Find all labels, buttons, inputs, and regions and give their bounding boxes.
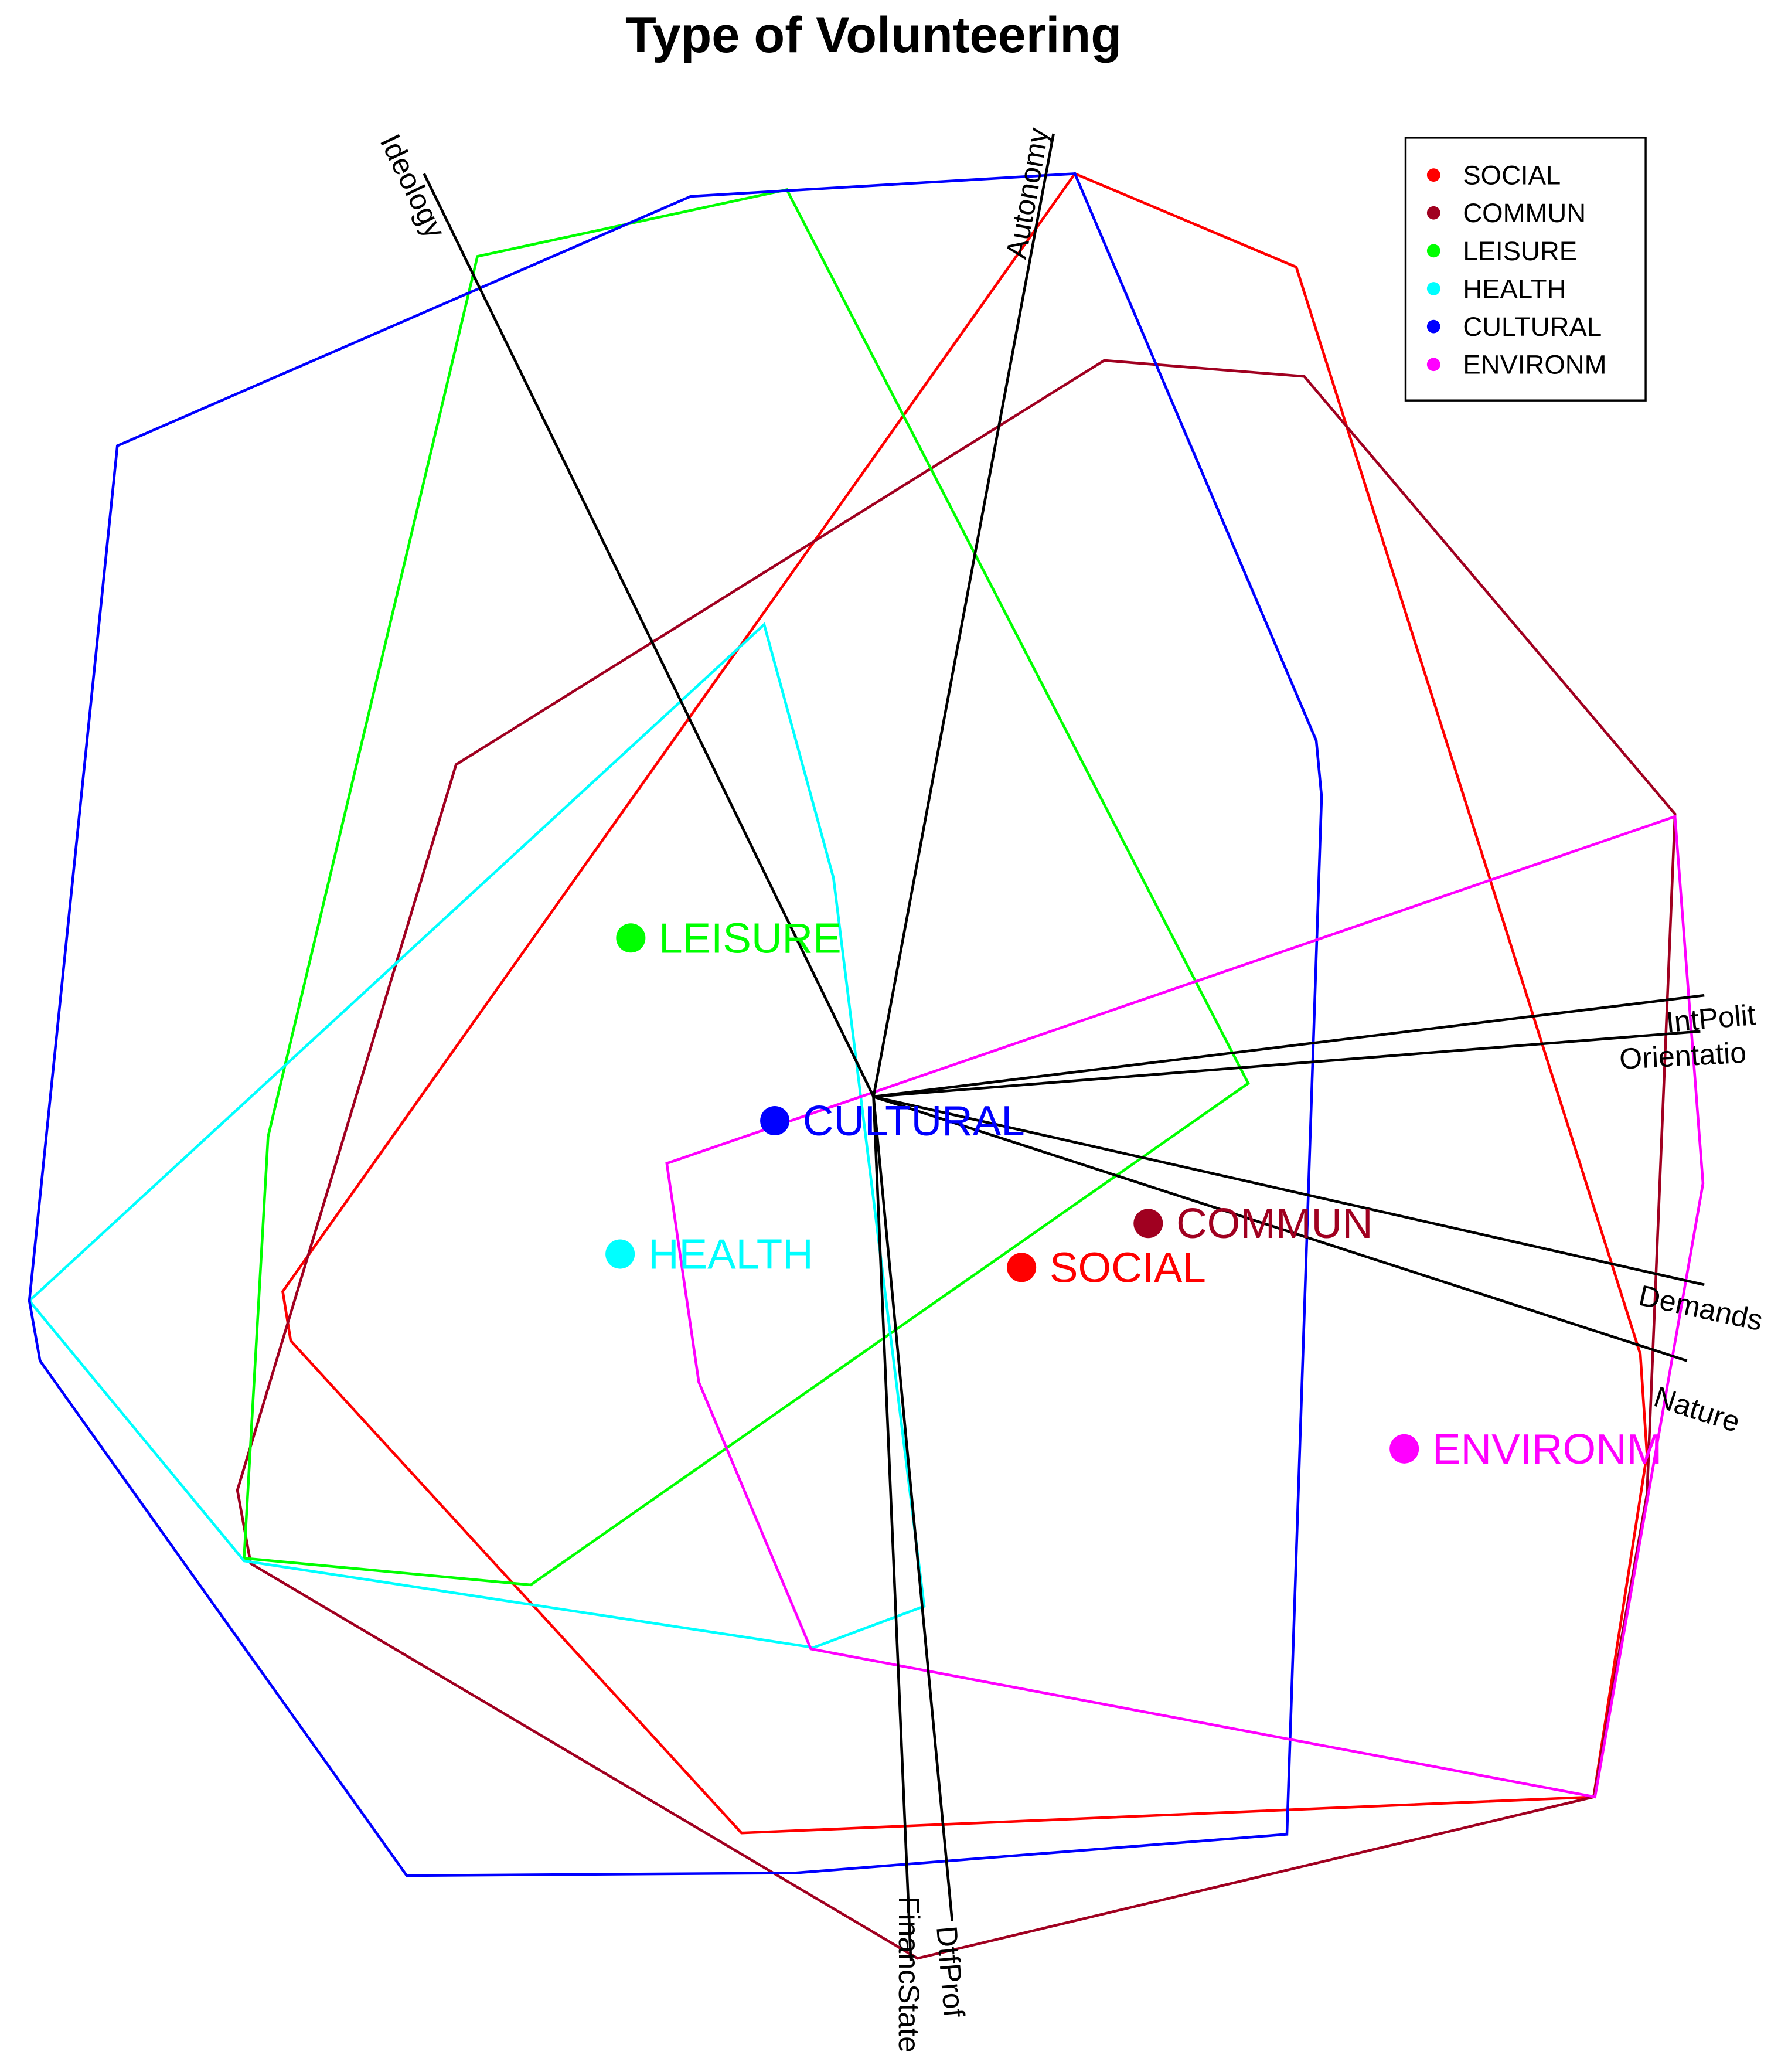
centroid-label-leisure: LEISURE <box>659 914 842 962</box>
vector-label-financstate: FinancState <box>893 1896 925 2053</box>
centroid-commun <box>1133 1209 1163 1239</box>
vector-label-demands: Demands <box>1636 1279 1766 1337</box>
vector-autonomy <box>872 133 1055 1097</box>
centroid-label-health: HEALTH <box>648 1231 813 1278</box>
vector-label-autonomy: Autonomy <box>1000 125 1055 261</box>
hull-environm <box>665 815 1705 1799</box>
vector-label-nature: Nature <box>1650 1380 1744 1439</box>
hull-health <box>27 622 926 1649</box>
centroid-label-social: SOCIAL <box>1050 1244 1206 1291</box>
legend-marker-leisure <box>1426 244 1440 258</box>
vector-intpolit <box>873 994 1705 1098</box>
legend-label-leisure: LEISURE <box>1463 236 1577 266</box>
centroid-environm <box>1389 1434 1419 1464</box>
legend-marker-health <box>1426 282 1440 295</box>
legend: SOCIAL COMMUN LEISURE HEALTH CULTURAL ENVIRON… <box>1404 137 1647 402</box>
centroid-leisure <box>616 923 646 953</box>
hull-commun <box>236 359 1677 1960</box>
vector-label-dtfprof: DtfProf <box>930 1924 970 2018</box>
vector-dtfprof <box>872 1096 954 1921</box>
vector-ideology <box>423 173 875 1098</box>
legend-label-social: SOCIAL <box>1463 161 1561 190</box>
legend-marker-social <box>1426 168 1440 182</box>
hull-social <box>281 172 1649 1835</box>
legend-marker-environm <box>1426 358 1440 372</box>
centroid-label-environm: ENVIRONM <box>1432 1425 1662 1473</box>
vector-orientatio <box>873 1030 1701 1098</box>
legend-label-cultural: CULTURAL <box>1463 312 1602 342</box>
vector-financstate <box>872 1096 912 1961</box>
vector-demands <box>873 1095 1705 1287</box>
hull-cultural <box>28 172 1323 1877</box>
legend-label-environm: ENVIRONM <box>1463 350 1606 380</box>
legend-box <box>1404 137 1647 402</box>
legend-label-health: HEALTH <box>1463 274 1566 304</box>
legend-marker-commun <box>1426 206 1440 220</box>
legend-marker-cultural <box>1426 319 1440 334</box>
centroid-social <box>1007 1253 1037 1282</box>
chart-title: Type of Volunteering <box>625 7 1122 63</box>
vector-nature <box>873 1095 1688 1362</box>
vector-label-ideology: Ideology <box>374 129 452 243</box>
vector-label-orientatio: Orientatio <box>1619 1036 1748 1076</box>
centroid-label-cultural: CULTURAL <box>803 1097 1025 1145</box>
group-hulls <box>27 172 1705 1960</box>
hull-leisure <box>243 188 1250 1587</box>
centroid-cultural <box>760 1105 790 1136</box>
centroid-health <box>605 1239 635 1269</box>
centroid-label-commun: COMMUN <box>1176 1200 1373 1247</box>
legend-label-commun: COMMUN <box>1463 198 1586 228</box>
